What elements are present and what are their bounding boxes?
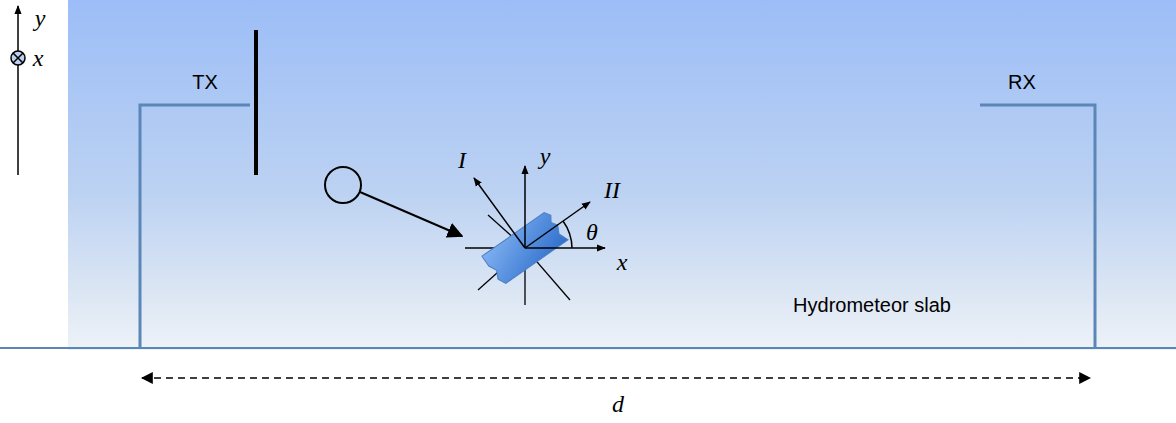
axis-label: II xyxy=(604,178,620,202)
axis-I-arrow xyxy=(474,178,525,248)
y-axis-arrow xyxy=(17,6,19,175)
axis-II-arrow xyxy=(525,202,590,248)
antenna-label: TX xyxy=(192,72,218,92)
region-label: Hydrometeor slab xyxy=(793,295,951,315)
dimension-label: d xyxy=(612,392,624,416)
x-axis-into-page xyxy=(11,51,25,65)
axis-label: x xyxy=(617,250,628,274)
local-y-arrow xyxy=(524,166,526,248)
angle-label: θ xyxy=(586,220,598,244)
hydrometeor-slab xyxy=(68,0,1176,350)
local-x-arrow xyxy=(525,247,605,249)
tx-mast xyxy=(140,105,250,348)
distance-arrow xyxy=(142,377,1090,379)
axis-label: y xyxy=(540,144,551,168)
x-axis-cross xyxy=(13,53,23,63)
axis-label: y xyxy=(35,6,46,30)
incident-arrow xyxy=(360,192,462,236)
axis-label: x xyxy=(33,46,44,70)
antenna-label: RX xyxy=(1008,72,1036,92)
wave-source xyxy=(325,167,361,203)
theta-arc xyxy=(563,221,572,248)
rx-mast xyxy=(980,105,1095,348)
tx-dipole xyxy=(254,30,258,175)
axis-label: I xyxy=(458,148,466,172)
ground-line xyxy=(0,347,1176,349)
